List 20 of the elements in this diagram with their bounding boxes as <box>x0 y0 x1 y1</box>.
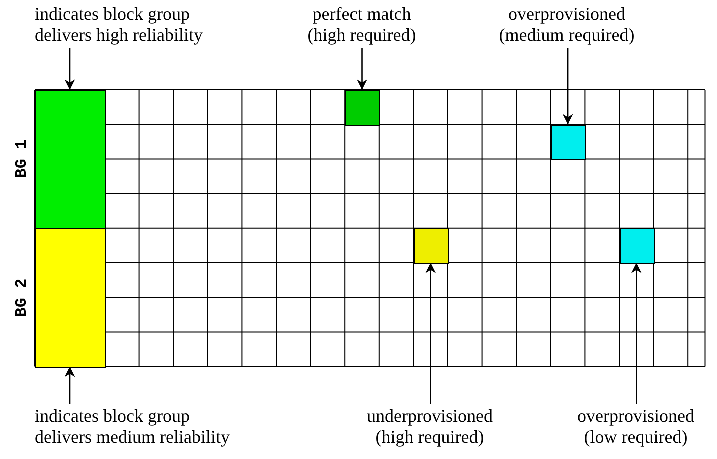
block-group-band <box>35 90 106 230</box>
callout-text: indicates block group delivers high reliability <box>35 4 235 46</box>
callout-text: overprovisioned (low required) <box>566 406 706 448</box>
arrow <box>426 263 436 404</box>
highlighted-cell <box>550 124 586 160</box>
arrow <box>357 48 368 90</box>
arrow <box>64 48 76 90</box>
highlighted-cell <box>414 228 449 264</box>
callout-text: perfect match (high required) <box>292 4 432 46</box>
highlighted-cell <box>345 90 380 126</box>
group-label: BG 1 <box>13 140 32 178</box>
callout-text: overprovisioned (medium required) <box>482 4 652 46</box>
callout-text: indicates block group delivers medium reliability <box>35 406 251 448</box>
block-group-band <box>35 228 106 368</box>
group-label: BG 2 <box>13 278 32 317</box>
callout-text: underprovisioned (high required) <box>355 406 505 448</box>
arrow <box>562 48 574 125</box>
arrow <box>631 263 642 404</box>
highlighted-cell <box>620 228 655 264</box>
arrow <box>64 366 76 404</box>
